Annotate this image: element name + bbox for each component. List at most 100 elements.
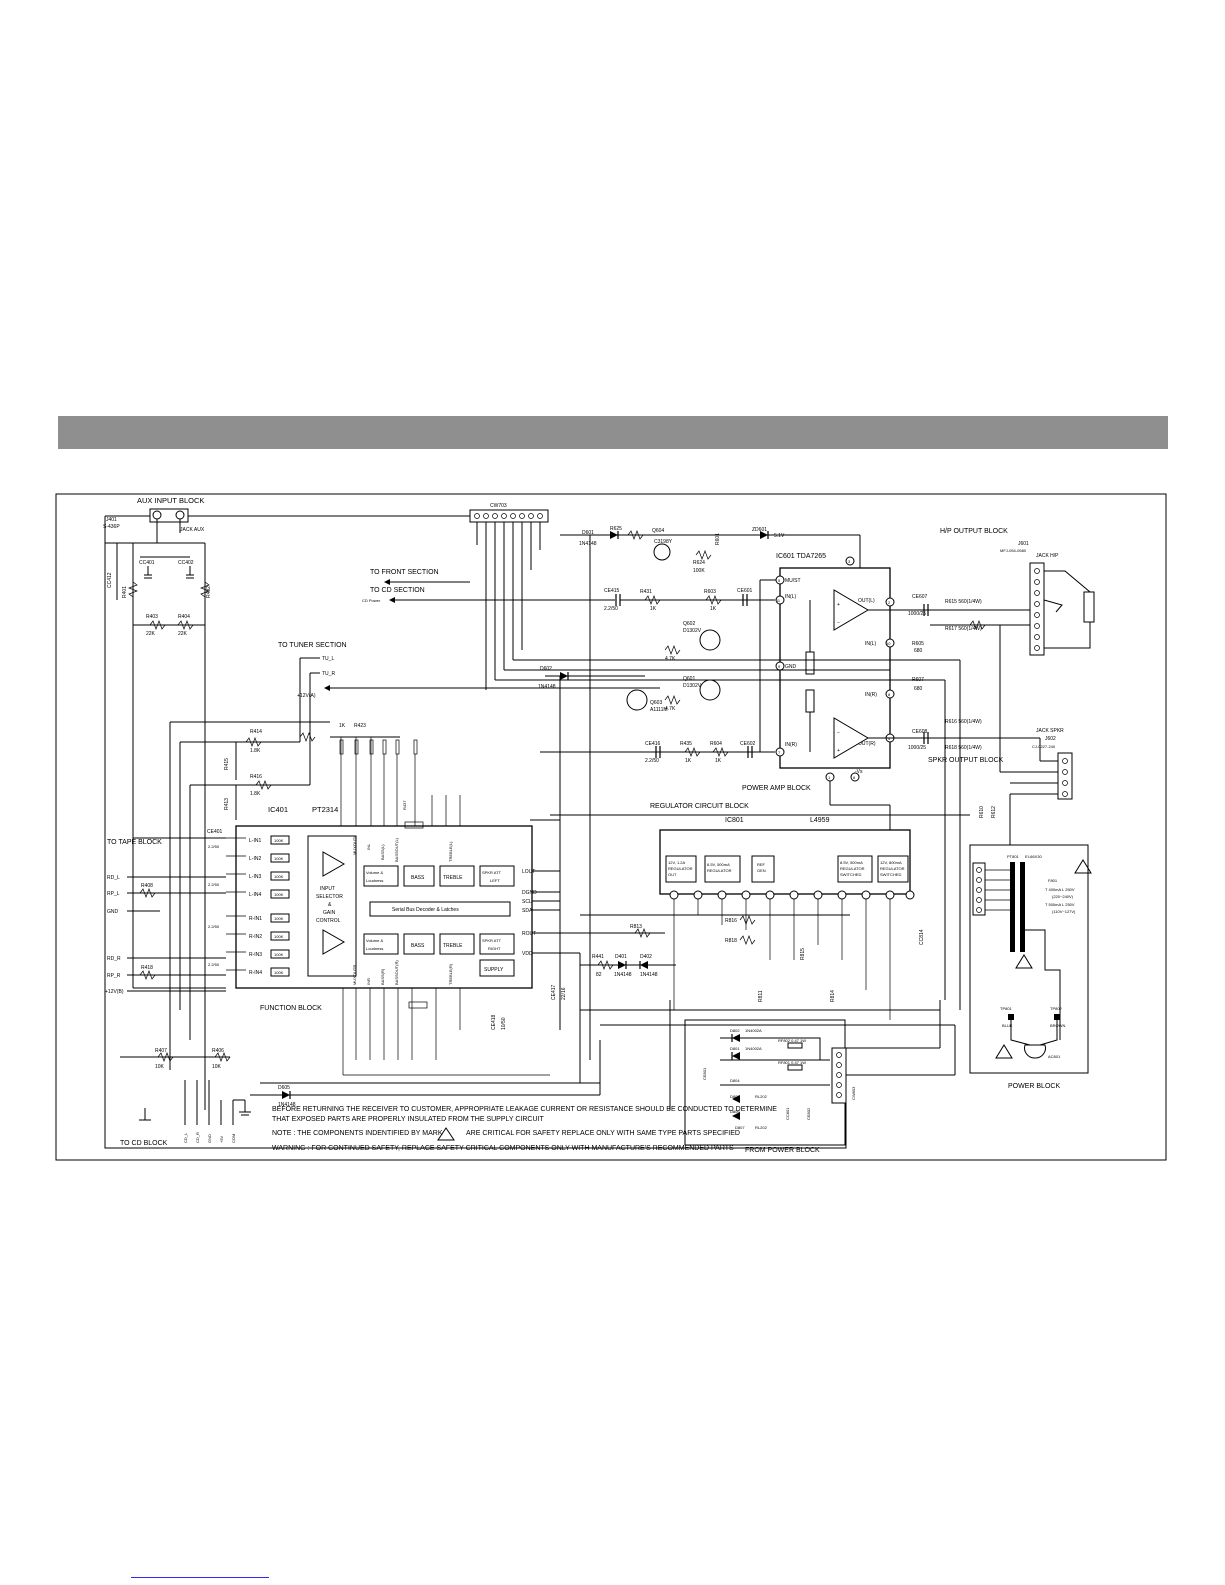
reg5c-label: SWITCHED — [880, 872, 901, 877]
reg4-label: 8.5V, 500mA — [840, 860, 863, 865]
d804-label: D804 — [730, 1078, 740, 1083]
selector-label: SELECTOR — [316, 894, 343, 900]
cd-l-label: CD_L — [183, 1132, 188, 1143]
r612-label: R612 — [991, 806, 997, 818]
tp801-color: BLUE — [1002, 1023, 1013, 1028]
from-power-block-label: FROM POWER BLOCK — [745, 1147, 820, 1154]
r423-value: 1K — [339, 723, 346, 729]
r418-label: R418 — [141, 965, 153, 971]
ac-safety-icon — [995, 1044, 1013, 1059]
vol-l-label: Volume & — [366, 870, 383, 875]
svg-text:8: 8 — [888, 692, 891, 697]
r414-label: R414 — [250, 729, 262, 735]
ce601-label: CE601 — [737, 588, 753, 594]
r100k-1: 100K — [274, 838, 284, 843]
d805-label: D805 — [730, 1094, 740, 1099]
ac-plug-icon — [1024, 1044, 1046, 1059]
d807-label: D807 — [735, 1125, 745, 1130]
svg-text:+: + — [837, 602, 840, 608]
reg2-label: 8.5V, 500mA — [707, 862, 730, 867]
input-label: INPUT — [320, 886, 335, 892]
reg1b-label: REGULATOR — [668, 866, 693, 871]
to-cd-section-label: TO CD SECTION — [370, 587, 425, 594]
svg-text:CC412: CC412 — [107, 572, 113, 588]
ic401-right-inputs: R-IN1 100K R-IN2 100K R-IN3 100K R-IN4 1… — [249, 913, 290, 977]
tp802-label: TP802 — [1050, 1006, 1063, 1011]
footer-link-underline[interactable] — [131, 1577, 269, 1578]
cap-val-2: 2.2/50 — [208, 882, 220, 887]
reg4c-label: SWITCHED — [840, 872, 861, 877]
ic401-bottom-components — [342, 988, 550, 1076]
jack-hp-label: JACK H/P — [1036, 553, 1059, 559]
ce608-value: 1000/25 — [908, 745, 926, 751]
cd-r-label: CD_R — [195, 1132, 200, 1143]
tu-r-label: TU_R — [322, 671, 335, 677]
outl-pin-label: OUT(L) — [858, 598, 875, 604]
tp802-color: BROWN — [1050, 1023, 1065, 1028]
gnd-label: GND — [107, 909, 119, 915]
bassoutr-label: BASSOUT(R) — [394, 960, 399, 985]
f801-v2: (220~240V) — [1052, 894, 1074, 899]
bassinl-label: BASS(L) — [380, 844, 385, 860]
interconnect-wires — [495, 535, 1011, 1110]
pt801-value: EI-66X30 — [1025, 854, 1042, 859]
r-in4-label: R-IN4 — [249, 970, 262, 976]
spkr-att-r-label: SPKR ATT — [482, 938, 502, 943]
reg3-label: REF — [757, 862, 766, 867]
q604-label: Q604 — [652, 528, 664, 534]
vol-r-label: Volume & — [366, 938, 383, 943]
d605-value: 1N4148 — [278, 1102, 296, 1108]
r431-value: 1K — [650, 606, 657, 612]
l-in2-label: L-IN2 — [249, 856, 261, 862]
rf802-label: RF802 0.47 1W — [778, 1038, 806, 1043]
r408-label: R408 — [141, 883, 153, 889]
rp-r-label: RP_R — [107, 973, 121, 979]
spkr-att-r2-label: RIGHT — [488, 946, 501, 951]
r615-label: R615 560(1/4W) — [945, 599, 982, 605]
ce415-label: CE415 — [604, 588, 620, 594]
treble-r-label: TREBLE — [443, 943, 463, 949]
r404-value: 22K — [178, 631, 188, 637]
d402-value: 1N4148 — [640, 972, 658, 978]
cap-val-4: 2.2/50 — [208, 962, 220, 967]
treble-l-label: TREBLE — [443, 875, 463, 881]
supply-block — [479, 959, 515, 977]
r437-top-label: R437 — [402, 800, 407, 810]
spkr-jack — [1057, 752, 1073, 800]
aux-input-block-label: AUX INPUT BLOCK — [137, 496, 204, 505]
vs-neg-label: -Vs — [855, 769, 863, 775]
zd601-label: ZD601 — [752, 527, 767, 533]
muxoutl-label: MUXOUTL — [352, 835, 357, 855]
rl202-label: RL202 — [755, 1094, 768, 1099]
q601-value: D1302V — [683, 683, 702, 689]
r632-value: 4.7K — [665, 656, 676, 662]
cap-val-1: 2.2/50 — [208, 844, 220, 849]
f801-v1: T 400mA L 250V — [1045, 887, 1075, 892]
note-3a: NOTE : THE COMPONENTS INDENTIFIED BY MAR… — [272, 1130, 443, 1137]
svg-text:−: − — [837, 730, 840, 736]
cc814-label: CC814 — [919, 929, 925, 945]
r603-label: R603 — [704, 589, 716, 595]
power-block-frame — [969, 844, 1089, 1074]
d802-label: D802 — [730, 1028, 740, 1033]
power-block-label: POWER BLOCK — [1008, 1083, 1060, 1090]
r605-label: R605 — [912, 641, 924, 647]
bass-left-block — [403, 865, 435, 887]
spkr-att-l-label: SPKR ATT — [482, 870, 502, 875]
r435-value: 1K — [685, 758, 692, 764]
cd-power-label: CD Power — [362, 598, 381, 603]
r100k-7: 100K — [274, 952, 284, 957]
l-in3-label: L-IN3 — [249, 874, 261, 880]
ce801-label: CE801 — [702, 1067, 707, 1080]
tu-l-label: TU_L — [322, 656, 334, 662]
treble-right-block — [439, 933, 475, 955]
q602-value: D1302V — [683, 628, 702, 634]
rout-label: ROUT — [522, 931, 536, 937]
r441-value: 82 — [596, 972, 602, 978]
r624-label: R624 — [693, 560, 705, 566]
r814-label: R814 — [830, 990, 836, 1002]
left-power-amp-symbol — [833, 589, 869, 631]
to-tuner-section-label: TO TUNER SECTION — [278, 642, 347, 649]
r607-value: 680 — [914, 686, 923, 692]
q604-value: C3198Y — [654, 539, 673, 545]
